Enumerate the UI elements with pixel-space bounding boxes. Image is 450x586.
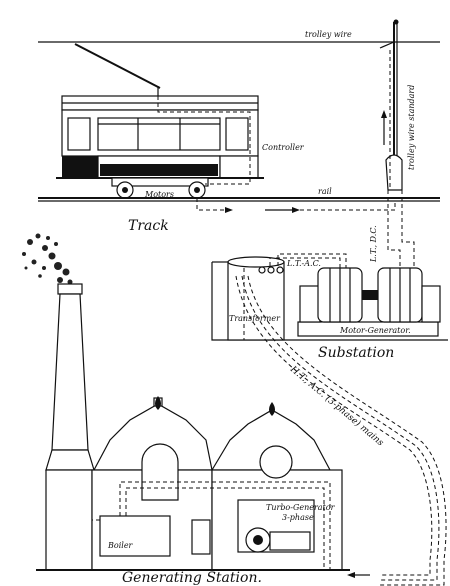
trolley-wire-standard-label: trolley wire standard [407, 85, 416, 170]
substation-label: Substation [318, 345, 394, 361]
trolley-wire-label: trolley wire [305, 30, 352, 39]
turbo-generator-label: Turbo-Generator [266, 503, 336, 512]
rail-label: rail [318, 187, 332, 196]
boiler-label: Boiler [107, 541, 134, 550]
lt-dc-label: L.T., D.C. [369, 225, 378, 263]
controller-label: Controller [262, 143, 305, 152]
three-phase-label: 3-phase [282, 513, 314, 522]
lt-ac-label: L.T.-A.C. [286, 259, 321, 268]
rail [38, 198, 440, 201]
generating-station-label: Generating Station. [122, 570, 262, 586]
lt-dc-feeder [388, 190, 414, 268]
track-label: Track [128, 218, 169, 234]
motor-generator-label: Motor-Generator. [339, 326, 411, 335]
tram-car [56, 44, 264, 198]
smoke [22, 234, 73, 285]
transformer-label: Transformer [229, 314, 281, 323]
trolley-wire-standard [380, 20, 402, 191]
return-current-arrows [197, 198, 395, 213]
